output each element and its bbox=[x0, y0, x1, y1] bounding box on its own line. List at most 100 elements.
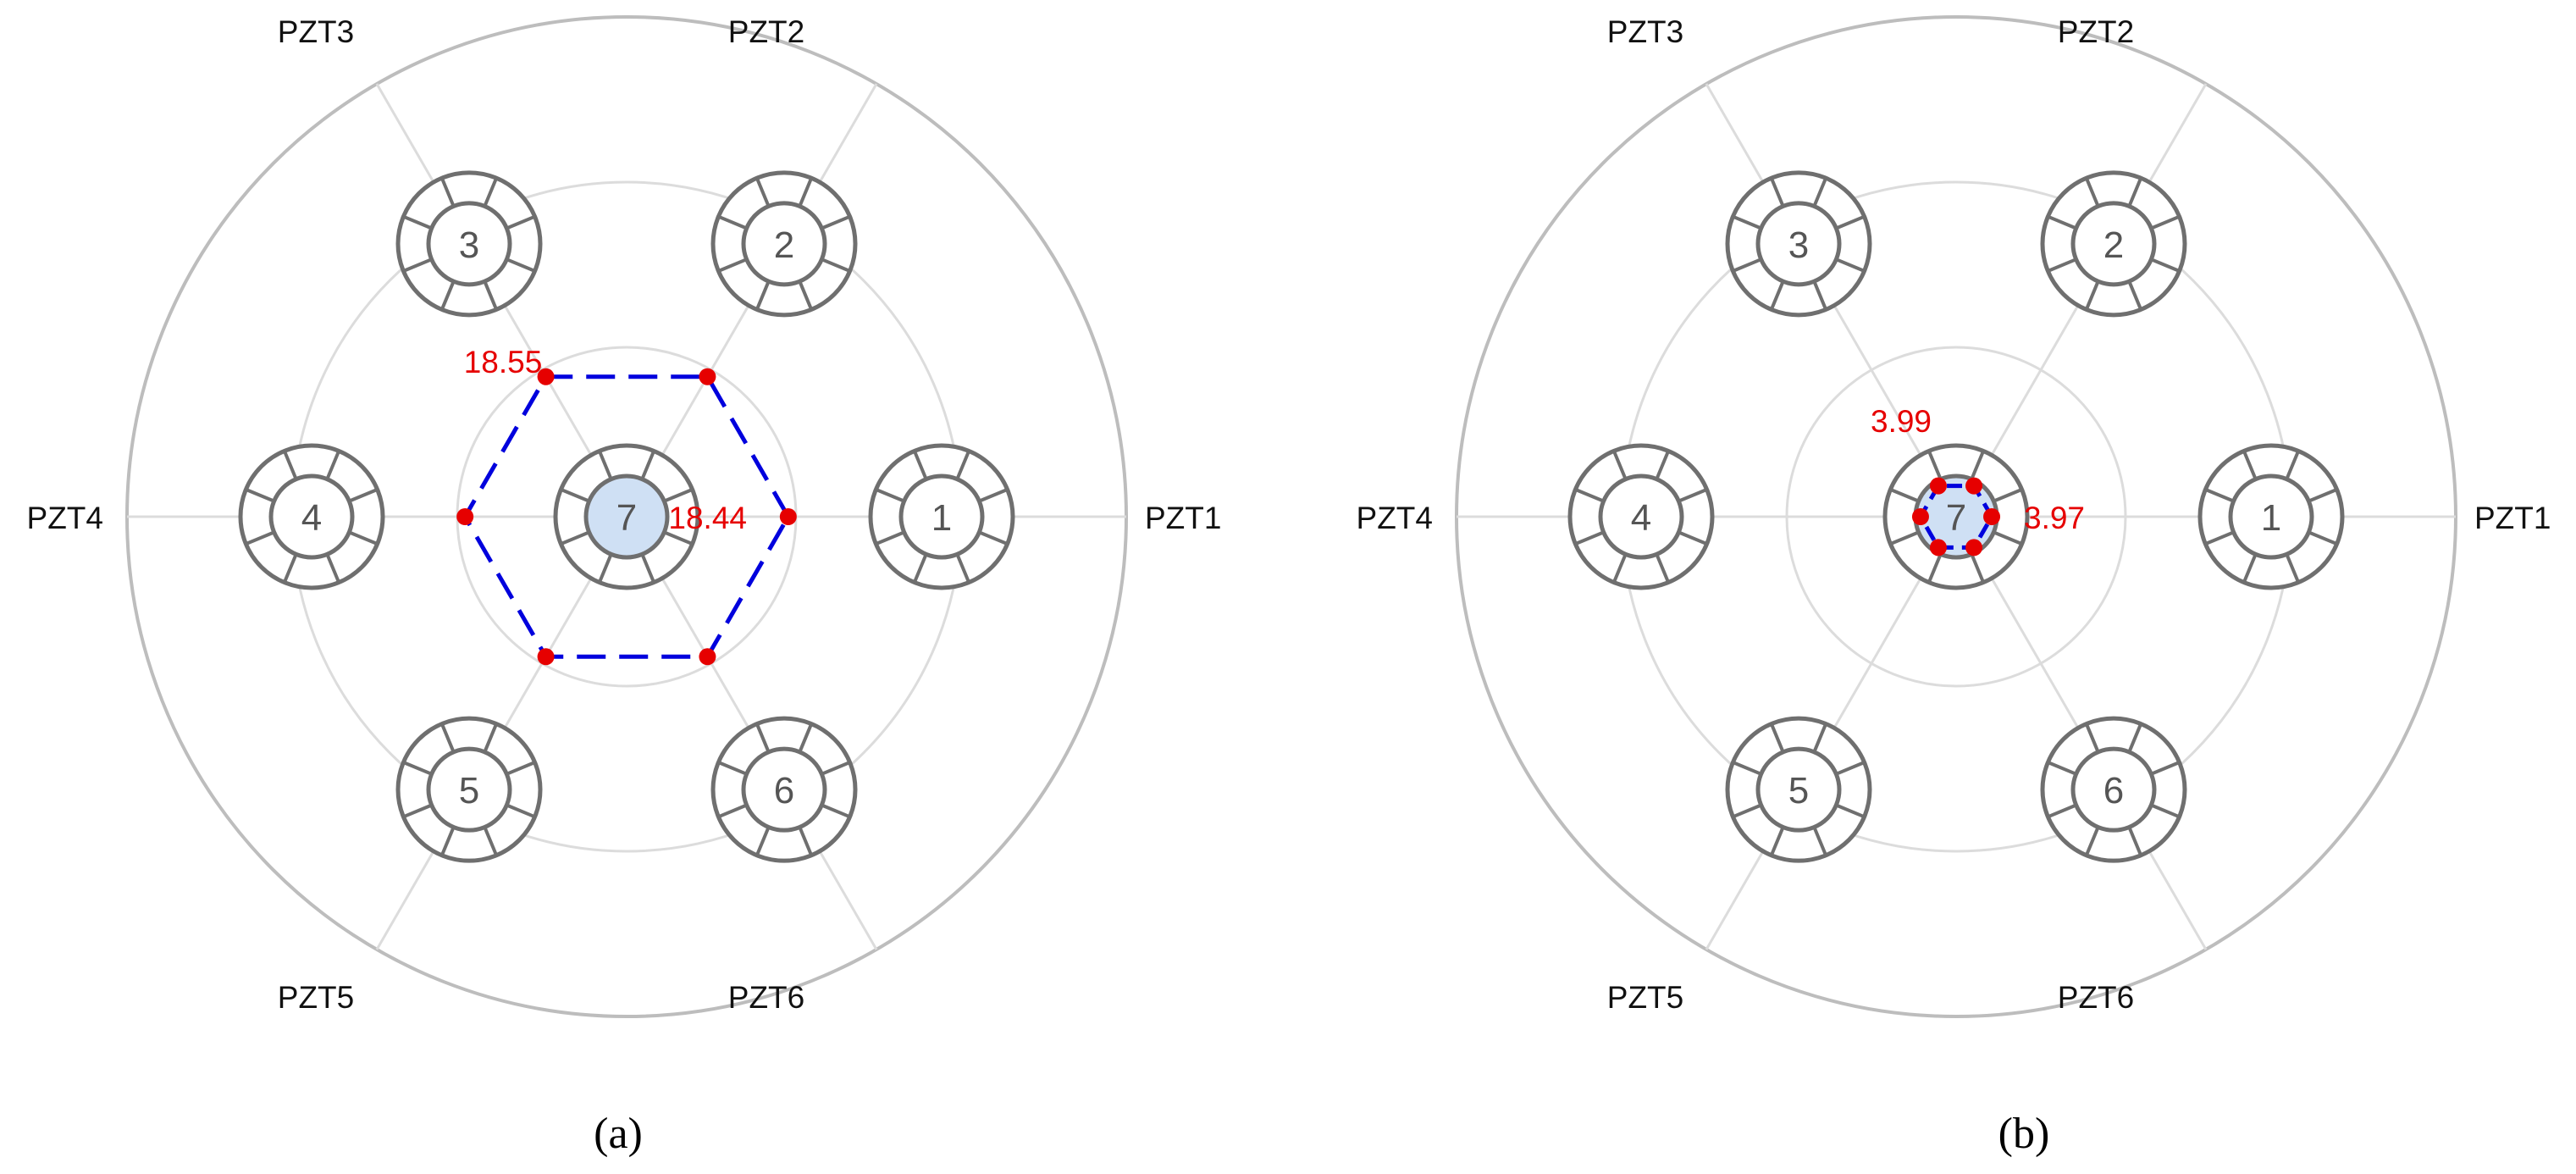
value-label-left: 3.99 bbox=[1871, 404, 1932, 439]
node-segment-divider bbox=[1612, 553, 1628, 584]
path-point-5 bbox=[1929, 539, 1947, 557]
node-segment-divider bbox=[1655, 450, 1670, 480]
node-segment-divider bbox=[1812, 280, 1827, 311]
node-segment-divider bbox=[2085, 280, 2100, 311]
node-segment-divider bbox=[755, 723, 771, 753]
node-segment-divider bbox=[325, 450, 340, 480]
sensing-path bbox=[1911, 477, 2001, 557]
pzt-label-4: PZT4 bbox=[1357, 501, 1433, 535]
node-segment-divider bbox=[1927, 553, 1943, 584]
node-segment-divider bbox=[875, 530, 905, 545]
node-segment-divider bbox=[2047, 214, 2077, 230]
node-segment-divider bbox=[717, 761, 748, 776]
node-segment-divider bbox=[483, 826, 498, 856]
transducer-node-1: 1 bbox=[868, 443, 1015, 590]
node-segment-divider bbox=[1835, 214, 1866, 230]
node-segment-divider bbox=[663, 530, 694, 545]
transducer-node-5: 5 bbox=[1725, 716, 1872, 863]
path-point-6 bbox=[1965, 539, 1983, 557]
node-segment-divider bbox=[283, 553, 298, 584]
node-number-4: 4 bbox=[301, 497, 322, 539]
node-segment-divider bbox=[2047, 803, 2077, 819]
node-inner-ring bbox=[1755, 201, 1842, 287]
node-number-5: 5 bbox=[1788, 770, 1809, 811]
panel-b: 1 2 34 5 6 7 PZT1 PZT2 PZT3 PZT4 PZT5 PZT6 3.… bbox=[1357, 14, 2551, 1158]
node-segment-divider bbox=[640, 450, 655, 480]
path-point-2 bbox=[1965, 477, 1983, 495]
node-segment-divider bbox=[798, 826, 813, 856]
node-number-1: 1 bbox=[2261, 497, 2281, 539]
node-number-5: 5 bbox=[459, 770, 479, 811]
transducer-node-1: 1 bbox=[2197, 443, 2345, 590]
node-segment-divider bbox=[875, 488, 905, 503]
transducer-node-2: 2 bbox=[710, 170, 858, 318]
node-segment-divider bbox=[483, 177, 498, 208]
transducer-node-4: 4 bbox=[238, 443, 385, 590]
panel-label-b: (b) bbox=[1998, 1110, 2050, 1158]
node-segment-divider bbox=[1770, 723, 1785, 753]
node-segment-divider bbox=[1835, 803, 1866, 819]
node-segment-divider bbox=[1770, 177, 1785, 208]
transducer-node-4: 4 bbox=[1567, 443, 1715, 590]
node-segment-divider bbox=[2127, 280, 2142, 311]
path-point-4 bbox=[456, 508, 474, 525]
pzt-label-3: PZT3 bbox=[278, 14, 354, 49]
transducer-node-6: 6 bbox=[2040, 716, 2187, 863]
pzt-label-2: PZT2 bbox=[2058, 14, 2134, 49]
node-segment-divider bbox=[955, 553, 970, 584]
pzt-labels: PZT1 PZT2 PZT3 PZT4 PZT5 PZT6 bbox=[27, 14, 1222, 1015]
path-point-1 bbox=[1983, 508, 2001, 525]
node-segment-divider bbox=[2308, 488, 2338, 503]
pzt-labels: PZT1 PZT2 PZT3 PZT4 PZT5 PZT6 bbox=[1357, 14, 2551, 1015]
transducer-nodes: 1 2 34 5 6 7 bbox=[1567, 170, 2345, 863]
pzt-label-5: PZT5 bbox=[1607, 980, 1683, 1015]
node-segment-divider bbox=[2150, 803, 2181, 819]
sensing-path bbox=[456, 368, 797, 666]
pzt-label-5: PZT5 bbox=[278, 980, 354, 1015]
node-segment-divider bbox=[1927, 450, 1943, 480]
node-segment-divider bbox=[798, 280, 813, 311]
node-segment-divider bbox=[1655, 553, 1670, 584]
node-segment-divider bbox=[1732, 761, 1762, 776]
node-segment-divider bbox=[325, 553, 340, 584]
node-segment-divider bbox=[1770, 280, 1785, 311]
node-segment-divider bbox=[283, 450, 298, 480]
node-segment-divider bbox=[978, 488, 1009, 503]
node-segment-divider bbox=[483, 280, 498, 311]
node-segment-divider bbox=[798, 177, 813, 208]
node-segment-divider bbox=[1993, 530, 2023, 545]
node-segment-divider bbox=[1732, 258, 1762, 273]
transducer-node-7: 7 bbox=[1882, 443, 2030, 590]
pzt-label-6: PZT6 bbox=[2058, 980, 2134, 1015]
node-segment-divider bbox=[2285, 450, 2300, 480]
node-inner-ring bbox=[2228, 473, 2314, 560]
value-label-right: 3.97 bbox=[2024, 501, 2085, 535]
node-segment-divider bbox=[821, 803, 851, 819]
node-segment-divider bbox=[2285, 553, 2300, 584]
node-number-3: 3 bbox=[459, 224, 479, 266]
node-segment-divider bbox=[1678, 530, 1708, 545]
node-segment-divider bbox=[598, 553, 613, 584]
node-segment-divider bbox=[2127, 826, 2142, 856]
node-number-7: 7 bbox=[616, 497, 637, 539]
node-segment-divider bbox=[978, 530, 1009, 545]
transducer-node-3: 3 bbox=[1725, 170, 1872, 318]
node-number-7: 7 bbox=[1946, 497, 1966, 539]
node-inner-ring bbox=[268, 473, 355, 560]
node-segment-divider bbox=[2150, 761, 2181, 776]
transducer-node-2: 2 bbox=[2040, 170, 2187, 318]
node-segment-divider bbox=[402, 258, 433, 273]
node-number-1: 1 bbox=[931, 497, 952, 539]
node-segment-divider bbox=[1993, 488, 2023, 503]
node-number-6: 6 bbox=[2103, 770, 2124, 811]
node-segment-divider bbox=[1970, 450, 1985, 480]
node-segment-divider bbox=[1732, 214, 1762, 230]
node-segment-divider bbox=[245, 488, 275, 503]
node-inner-ring bbox=[2070, 201, 2157, 287]
node-number-6: 6 bbox=[774, 770, 794, 811]
node-inner-ring bbox=[741, 201, 827, 287]
node-segment-divider bbox=[1770, 826, 1785, 856]
path-point-4 bbox=[1911, 508, 1929, 525]
node-segment-divider bbox=[2127, 177, 2142, 208]
node-segment-divider bbox=[2085, 723, 2100, 753]
